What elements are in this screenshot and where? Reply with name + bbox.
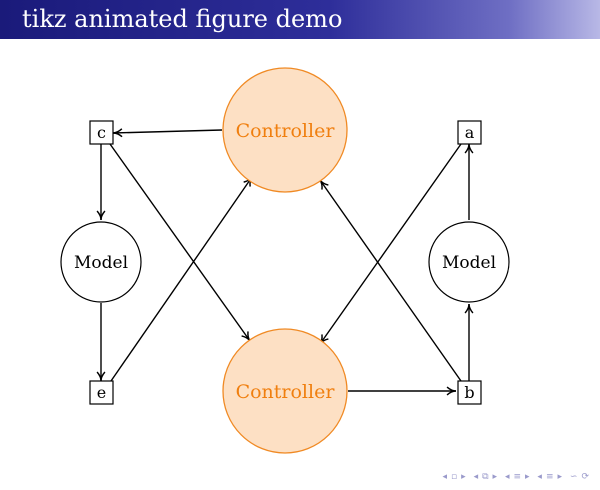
nav-subsection-icon[interactable]: ≡: [513, 472, 523, 482]
controller-node-bottom: Controller: [222, 328, 348, 454]
nav-section-prev-icon[interactable]: ◂: [537, 472, 543, 482]
box-b-label: b: [464, 383, 474, 402]
edge-b-to-controller-top: [319, 179, 462, 382]
edge-c-to-controller-bottom: [109, 143, 251, 342]
model-right-label: Model: [442, 253, 496, 273]
model-node-left: Model: [60, 221, 142, 303]
box-node-b: b: [457, 380, 482, 405]
nav-slide-icon[interactable]: ▫: [451, 472, 459, 482]
box-node-e: e: [89, 380, 114, 405]
box-c-label: c: [97, 123, 106, 142]
slide-title: tikz animated figure demo: [22, 5, 343, 33]
nav-frame-icon[interactable]: ⧉: [482, 472, 490, 482]
edge-e-to-controller-top: [110, 176, 253, 382]
nav-subsection-prev-icon[interactable]: ◂: [504, 472, 511, 482]
nav-section-icon[interactable]: ≡: [545, 472, 555, 482]
nav-subsection-next-icon[interactable]: ▸: [525, 472, 531, 482]
controller-top-label: Controller: [236, 120, 336, 142]
box-e-label: e: [97, 383, 106, 402]
edge-controller-top-to-c: [112, 128, 223, 138]
controller-node-top: Controller: [222, 67, 348, 193]
nav-frame-prev-icon[interactable]: ◂: [473, 472, 480, 482]
nav-section-next-icon[interactable]: ▸: [557, 472, 564, 482]
beamer-navigation-bar: ◂▫▸ ◂⧉▸ ◂≡▸ ◂≡▸ ∽⟳: [440, 472, 590, 482]
nav-slide-prev-icon[interactable]: ◂: [442, 472, 449, 482]
nav-search-icon[interactable]: ⟳: [581, 472, 590, 482]
box-a-label: a: [465, 123, 475, 142]
box-node-a: a: [457, 120, 482, 145]
slide-title-bar: tikz animated figure demo: [0, 0, 600, 39]
model-left-label: Model: [74, 253, 128, 273]
box-node-c: c: [89, 120, 114, 145]
model-node-right: Model: [428, 221, 510, 303]
nav-align-icon[interactable]: ∽: [569, 472, 579, 482]
controller-bottom-label: Controller: [236, 381, 336, 403]
nav-slide-next-icon[interactable]: ▸: [461, 472, 467, 482]
edge-a-to-controller-bottom: [319, 143, 462, 345]
nav-frame-next-icon[interactable]: ▸: [492, 472, 499, 482]
